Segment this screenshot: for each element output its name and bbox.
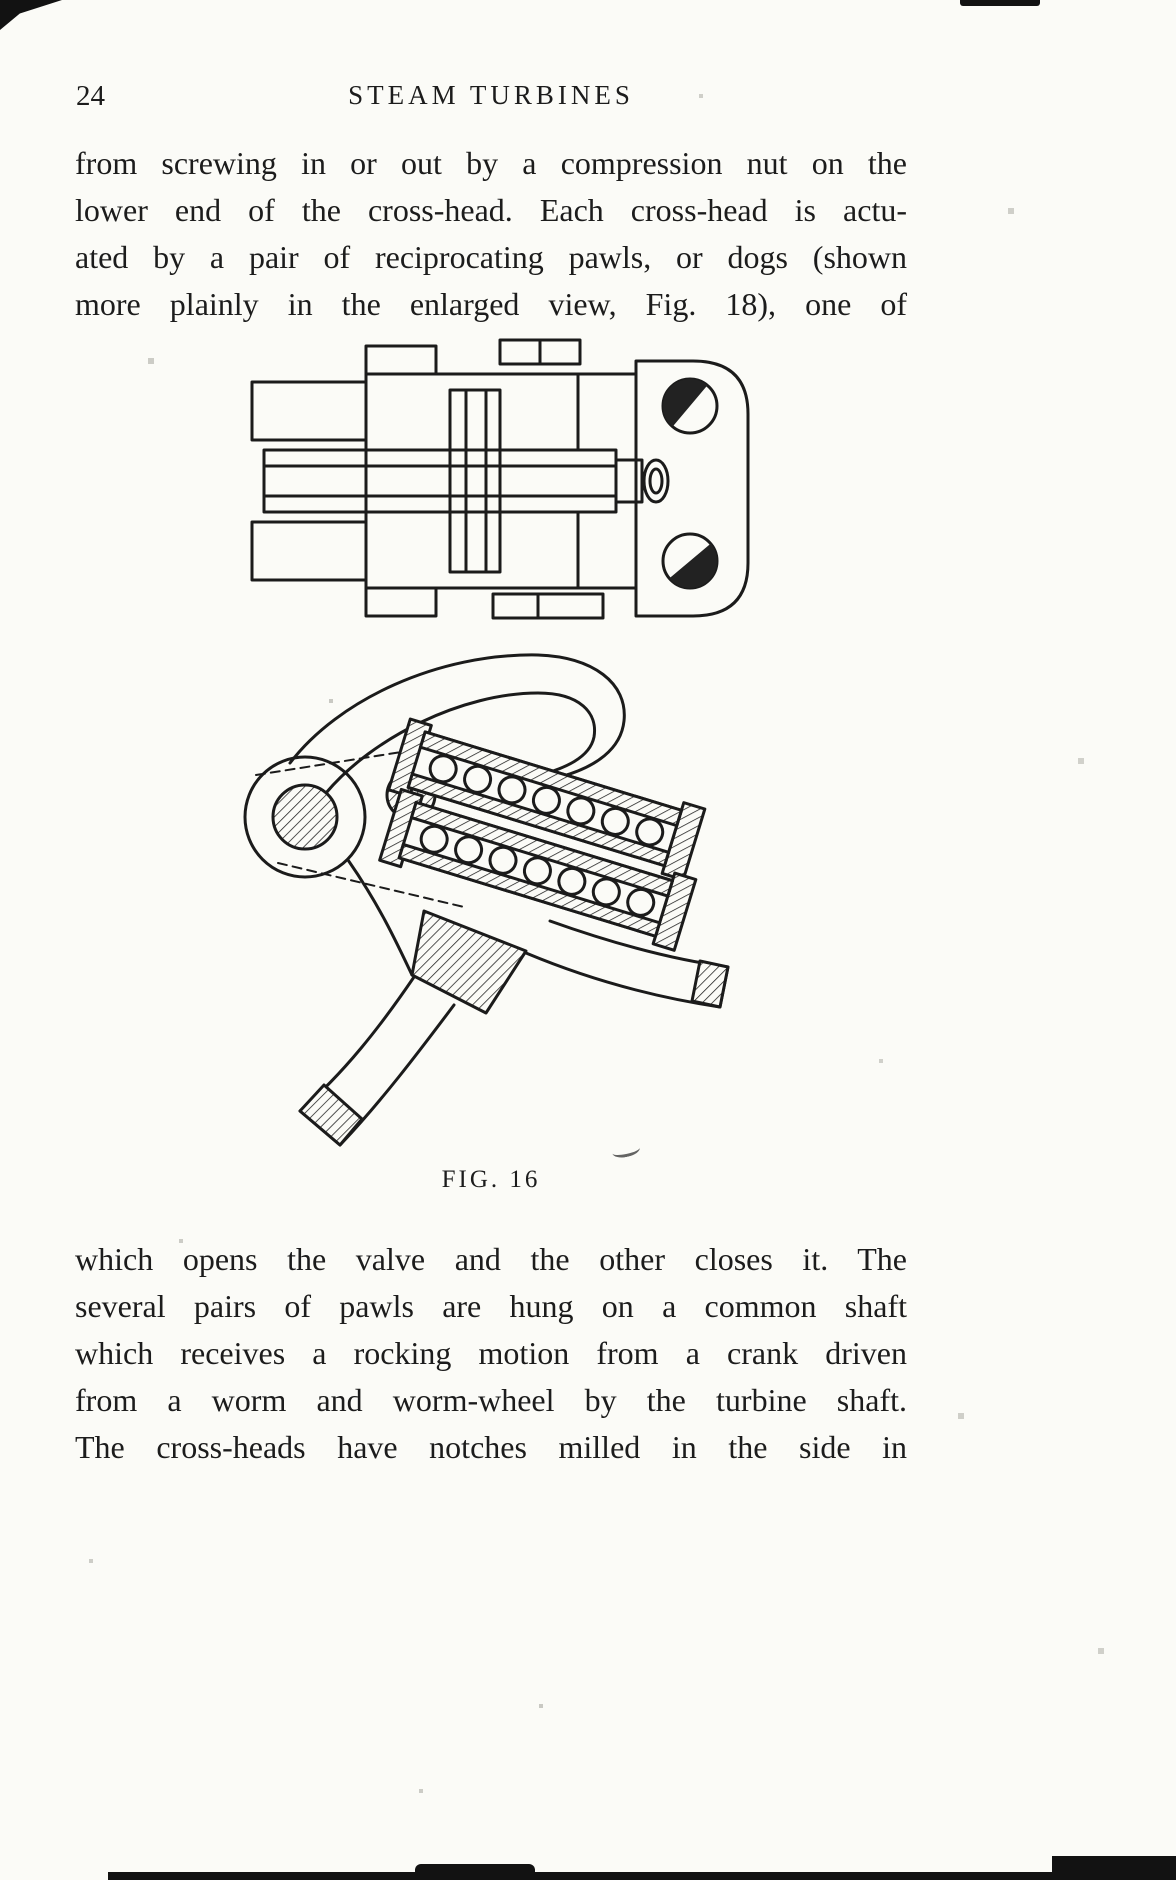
text-line: which receives a rocking motion from a c…: [75, 1335, 907, 1371]
figure-caption: FIG. 16: [75, 1166, 907, 1194]
pawl-mechanism-drawing: [243, 653, 730, 1147]
paragraph-2: which opens the valve and the other clos…: [75, 1236, 907, 1471]
text-line: more plainly in the enlarged view, Fig. …: [75, 286, 907, 322]
text-line: ated by a pair of reciprocating pawls, o…: [75, 239, 907, 275]
text-line: The cross-heads have notches milled in t…: [75, 1429, 907, 1465]
cross-head-plan-drawing: [250, 338, 750, 620]
text-line: from screwing in or out by a compression…: [75, 145, 907, 181]
text-line: several pairs of pawls are hung on a com…: [75, 1288, 907, 1324]
figure-caption-text: FIG. 16: [441, 1166, 541, 1193]
scan-artifact-top-edge: [960, 0, 1040, 6]
running-title: STEAM TURBINES: [348, 80, 634, 110]
scan-artifact-bottom-blob: [415, 1864, 535, 1880]
text-line: which opens the valve and the other clos…: [75, 1241, 907, 1277]
page-number: 24: [76, 80, 105, 112]
scan-noise: [0, 0, 2, 2]
text-line: lower end of the cross-head. Each cross-…: [75, 192, 907, 228]
scan-artifact-bottom-corner: [1052, 1856, 1176, 1880]
paragraph-1: from screwing in or out by a compression…: [75, 140, 907, 328]
scan-artifact-bottom-edge: [108, 1872, 1176, 1880]
text-line: from a worm and worm-wheel by the turbin…: [75, 1382, 907, 1418]
